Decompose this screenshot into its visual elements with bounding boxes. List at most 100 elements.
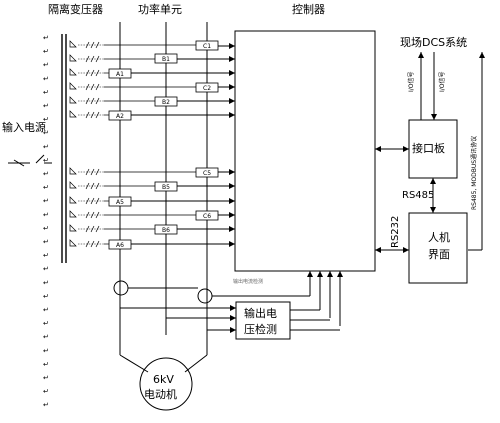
signal-arrow — [218, 212, 235, 218]
motor-label-2: 电动机 — [144, 387, 177, 401]
svg-text:B5: B5 — [162, 184, 170, 191]
dcs-lines — [418, 52, 485, 251]
io-signal-label-1: I/O信号 — [407, 71, 415, 92]
return-mark-icon: ↵ — [43, 116, 49, 124]
power-cells: C1 B1 A1 C2 B2 A2 C5 B5 — [108, 40, 219, 250]
signal-arrow — [131, 241, 235, 247]
return-mark-icon: ↵ — [43, 333, 49, 341]
signal-arrow — [218, 43, 235, 49]
cell-a1: A1 — [108, 68, 132, 79]
return-mark-icon: ↵ — [43, 388, 49, 396]
io-signal-label-2: I/O信号 — [438, 71, 446, 92]
secondary-winding — [69, 239, 109, 248]
input-power-label: 输入电源 — [2, 120, 46, 134]
rs232-label: RS232 — [390, 216, 401, 248]
secondary-winding — [69, 110, 109, 119]
secondary-winding — [69, 181, 155, 190]
secondary-winding — [69, 224, 155, 233]
rs485-label: RS485 — [402, 190, 434, 201]
svg-text:C2: C2 — [203, 85, 211, 92]
secondary-winding — [69, 54, 155, 63]
svg-text:A6: A6 — [116, 242, 124, 249]
return-mark-icon: ↵ — [43, 238, 49, 246]
motor-label-1: 6kV — [153, 373, 174, 386]
output-voltage-label-1: 输出电 — [244, 306, 277, 320]
cell-b2: B2 — [154, 96, 178, 107]
rs485-link — [430, 178, 436, 213]
return-mark-icon: ↵ — [43, 143, 49, 151]
signal-arrow — [131, 70, 235, 76]
return-mark-icon: ↵ — [43, 320, 49, 328]
return-mark-icon: ↵ — [43, 61, 49, 69]
cell-c5: C5 — [195, 167, 219, 178]
cell-c2: C2 — [195, 82, 219, 93]
return-mark-icon: ↵ — [43, 279, 49, 287]
site-dcs-label: 现场DCS系统 — [400, 35, 467, 49]
output-current-detect-label: 输出电流检测 — [233, 278, 263, 285]
transformer-secondaries — [69, 40, 196, 248]
controller-box — [234, 30, 376, 272]
cell-c6: C6 — [195, 210, 219, 221]
signal-arrow — [177, 56, 235, 62]
cell-a2: A2 — [108, 110, 132, 121]
svg-text:B6: B6 — [162, 227, 170, 234]
return-mark-icon: ↵ — [43, 292, 49, 300]
feedback-lines — [230, 271, 343, 326]
return-mark-icon: ↵ — [43, 129, 49, 137]
cell-b5: B5 — [154, 181, 178, 192]
interface-board-box — [408, 119, 458, 179]
svg-text:A5: A5 — [116, 199, 124, 206]
svg-text:C6: C6 — [203, 213, 211, 220]
return-mark-icon: ↵ — [43, 401, 49, 409]
return-mark-icon: ↵ — [43, 34, 49, 42]
secondary-winding — [69, 68, 109, 77]
rs485-modbus-label: RS485, MODBUS通讯协议 — [470, 136, 478, 210]
cell-b1: B1 — [154, 53, 178, 64]
return-mark-icon: ↵ — [43, 211, 49, 219]
cell-a5: A5 — [108, 196, 132, 207]
signal-arrow — [177, 98, 235, 104]
secondary-winding — [69, 96, 155, 105]
output-voltage-detect-box — [235, 301, 291, 340]
signal-arrow — [218, 84, 235, 90]
return-mark-icon: ↵ — [43, 306, 49, 314]
svg-text:C1: C1 — [203, 43, 211, 50]
power-unit-label: 功率单元 — [138, 2, 182, 16]
svg-text:A2: A2 — [116, 113, 124, 120]
svg-text:B2: B2 — [162, 99, 170, 106]
svg-text:B1: B1 — [162, 56, 170, 63]
return-mark-icon: ↵ — [43, 360, 49, 368]
hmi-label-1: 人机 — [428, 230, 450, 244]
secondary-winding — [69, 210, 196, 219]
secondary-winding — [69, 167, 196, 176]
secondary-winding — [69, 40, 196, 49]
interface-board-label: 接口板 — [412, 141, 445, 155]
cell-signal-arrows — [131, 43, 235, 247]
return-mark-icon: ↵ — [43, 374, 49, 382]
input-power-symbol — [8, 154, 52, 167]
secondary-winding — [69, 196, 109, 205]
output-voltage-label-2: 压检测 — [244, 322, 277, 336]
voltage-detect-connections — [120, 305, 340, 333]
svg-text:C5: C5 — [203, 170, 211, 177]
return-mark-icon: ↵ — [43, 75, 49, 83]
return-mark-icon: ↵ — [43, 48, 49, 56]
controller-hmi-link — [375, 247, 409, 253]
cell-c1: C1 — [195, 40, 219, 51]
return-mark-icon: ↵ — [43, 156, 49, 164]
cell-b6: B6 — [154, 224, 178, 235]
return-mark-icon: ↵ — [43, 265, 49, 273]
transformer-core — [61, 34, 67, 263]
motor — [119, 250, 208, 411]
hmi-box — [408, 212, 468, 284]
return-mark-icon: ↵ — [43, 88, 49, 96]
controller-interface-link — [375, 146, 409, 152]
return-mark-icon: ↵ — [43, 252, 49, 260]
signal-arrow — [131, 112, 235, 118]
return-mark-icon: ↵ — [43, 224, 49, 232]
isolation-transformer-label: 隔离变压器 — [48, 2, 103, 16]
return-mark-icon: ↵ — [43, 184, 49, 192]
svg-text:A1: A1 — [116, 71, 124, 78]
signal-arrow — [177, 183, 235, 189]
